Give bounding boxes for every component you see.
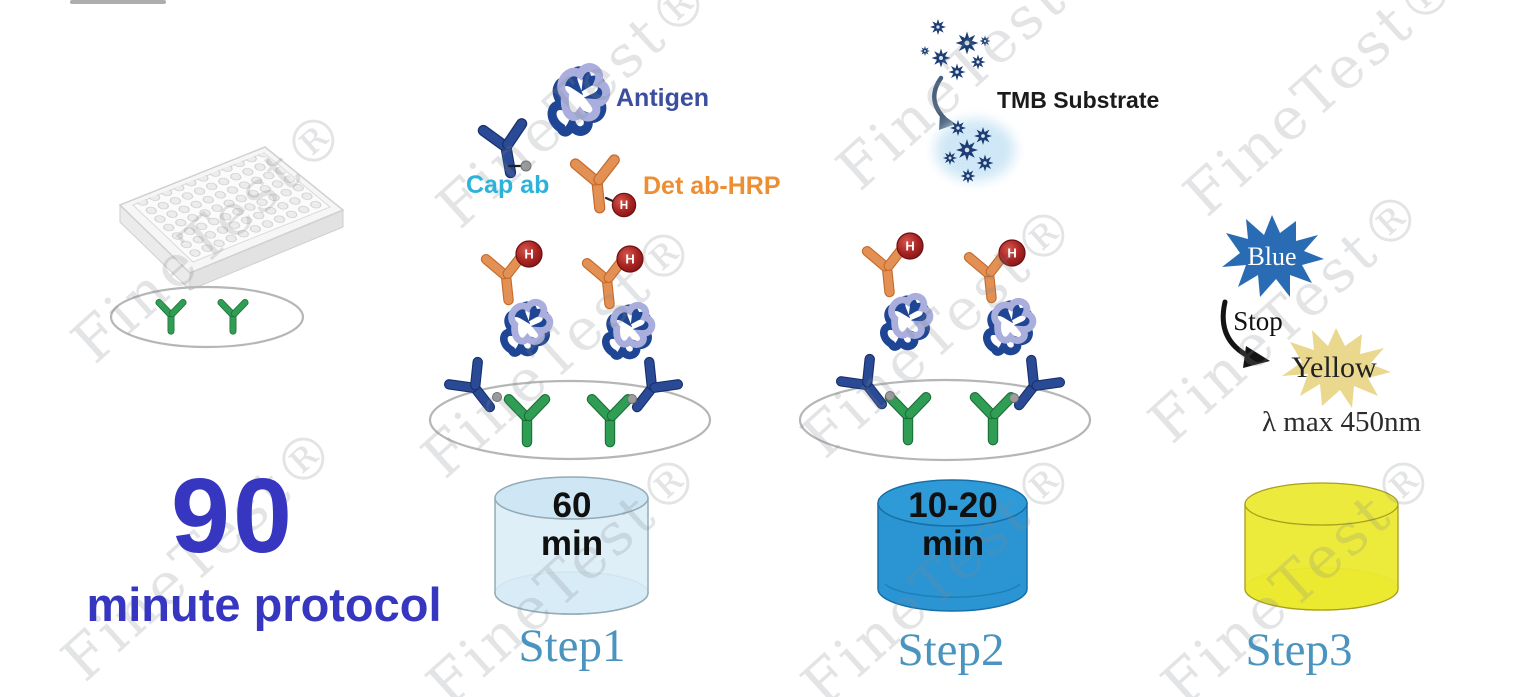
step1-duration: 60 min [495,487,649,563]
microplate-icon [118,146,345,292]
protocol-subtitle: minute protocol [86,578,442,631]
step1-label: Step1 [518,620,626,672]
tmb-substrate-icon [920,19,1015,184]
yellow-burst-icon [1282,328,1391,408]
protocol-number: 90 [171,457,295,575]
reaction-cylinder-step3 [1244,482,1399,611]
stop-label: Stop [1233,306,1283,336]
capture-antibody-icon [473,110,539,183]
assay-well-step2 [798,378,1092,462]
immune-complex [960,239,1073,446]
step2-duration: 10-20 min [876,487,1030,563]
detection-antibody-hrp-icon [566,147,637,218]
scan-artifact [70,0,166,4]
tmb-substrate-label: TMB Substrate [997,87,1160,113]
step2-label: Step2 [897,624,1005,676]
step2-duration-value: 10-20 [908,486,998,525]
antigen-label: Antigen [616,84,710,112]
wavelength-label: λ max 450nm [1262,406,1422,438]
yellow-result-label: Yellow [1291,351,1377,384]
det-ab-hrp-label: Det ab-HRP [643,172,781,200]
step2-duration-unit: min [921,524,985,563]
immune-complex [578,245,691,448]
antigen-icon [552,67,606,131]
blue-burst-icon [1222,215,1324,297]
step1-duration-value: 60 [552,486,592,525]
cap-ab-label: Cap ab [466,171,550,199]
step3-label: Step3 [1245,624,1353,676]
coated-well-icon [109,285,305,349]
incubation-cylinder-step2 [877,479,1028,612]
blue-result-label: Blue [1247,242,1297,271]
immune-complex [436,240,551,448]
assay-well-step1 [428,379,712,461]
immune-complex [828,232,932,446]
step1-duration-unit: min [540,524,604,563]
incubation-cylinder-step1 [494,476,649,615]
stop-arrow-icon [1220,299,1270,368]
